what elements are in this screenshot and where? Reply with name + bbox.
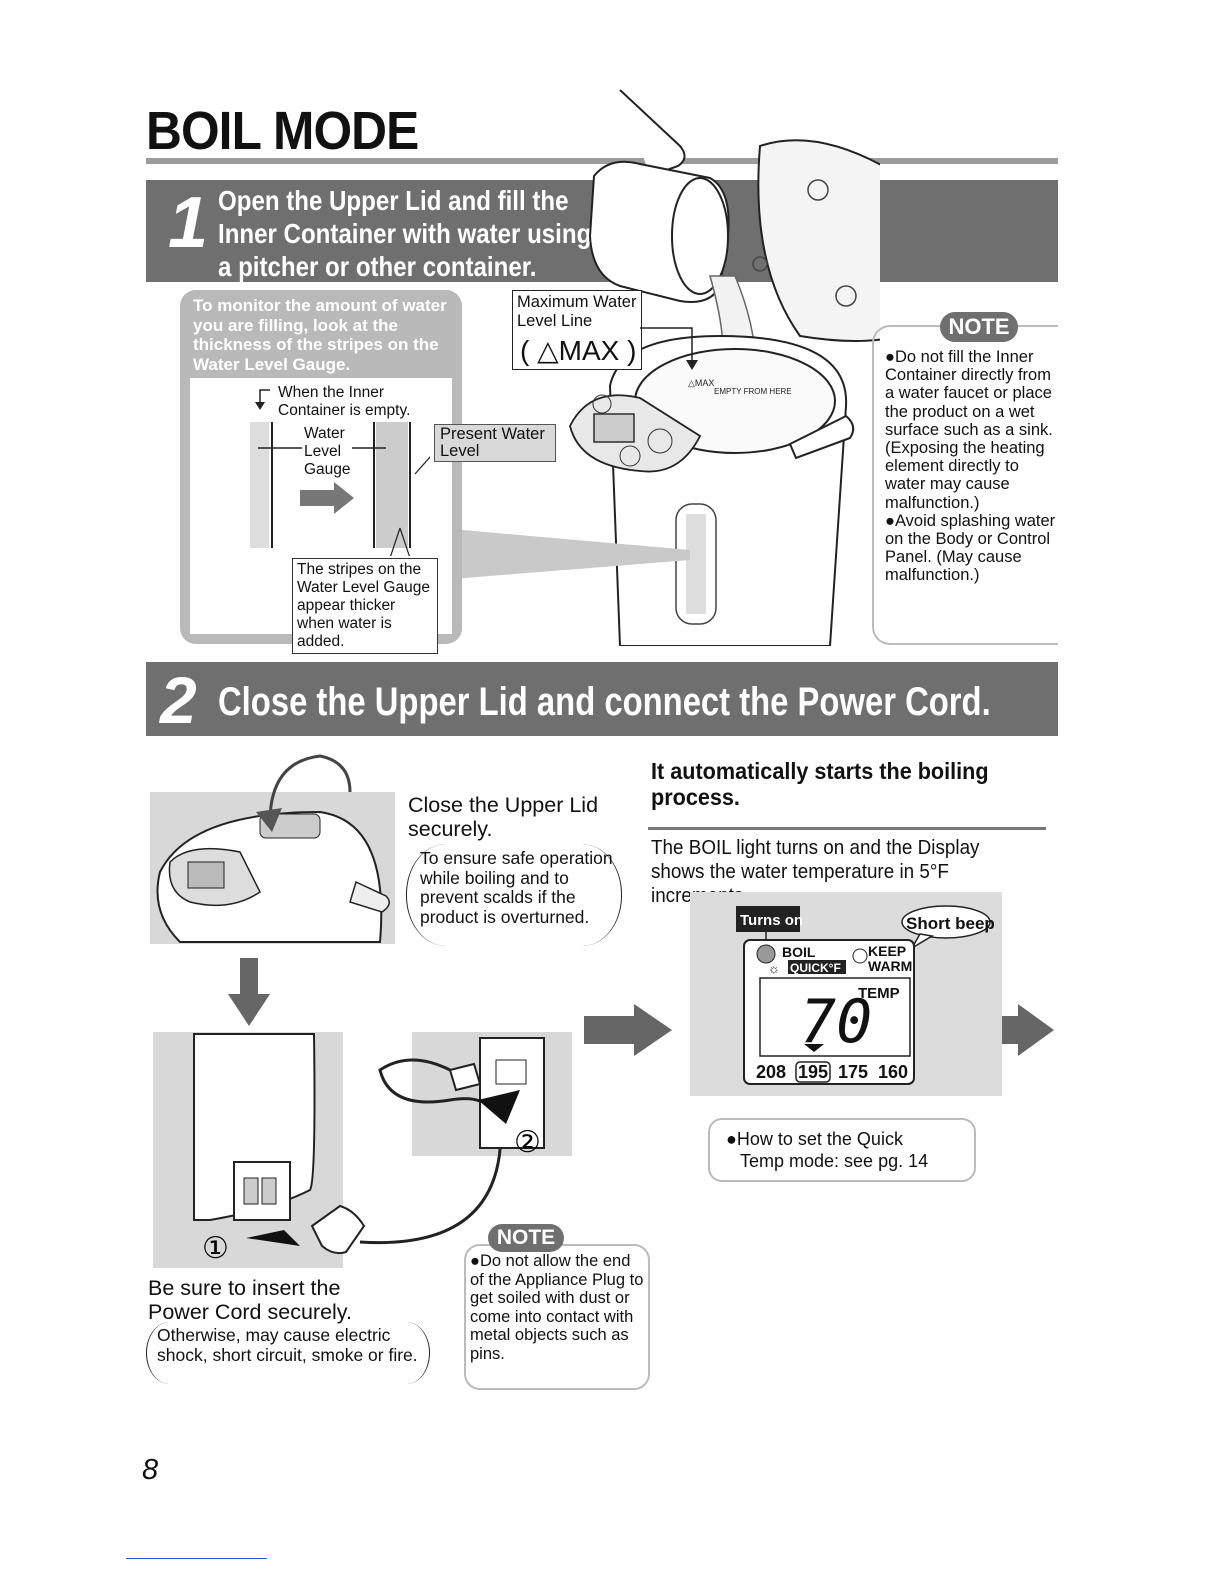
note1-text: ●Do not fill the Inner Container directl… — [885, 348, 1059, 585]
close-lid-title: Close the Upper Lid securely. — [408, 793, 599, 841]
step2-bar — [146, 662, 1058, 736]
step1-heading-line: Inner Container with water using — [218, 218, 592, 249]
note2-badge: NOTE — [488, 1224, 564, 1252]
lcd-display: Turns on Short beep BOIL QUICK°F ☼ KEEP … — [736, 905, 995, 1085]
power-cord — [359, 1058, 503, 1245]
quick-temp-line: Temp mode: see pg. 14 — [740, 1151, 929, 1171]
close-lid-detail: To ensure safe operation while boiling a… — [420, 848, 613, 927]
max-symbol: ( △MAX ) — [520, 335, 637, 366]
temp-label: TEMP — [858, 985, 900, 1002]
close-lid-illustration — [156, 754, 390, 943]
max-water-level-text: Maximum Water Level Line — [517, 293, 637, 330]
page-number: 8 — [142, 1454, 159, 1486]
quick-temp-reference-frame — [708, 1118, 976, 1182]
carry-handle — [788, 414, 855, 460]
short-beep-bubble — [901, 905, 991, 939]
warm-label: WARM — [868, 958, 912, 974]
cord-title: Be sure to insert the Power Cord securel… — [148, 1276, 352, 1324]
footer-line — [126, 1558, 267, 1559]
temp-option: 175 — [838, 1062, 868, 1082]
gauge-comparison-diagram — [250, 389, 430, 556]
note1-item: ●Do not fill the Inner Container directl… — [885, 348, 1053, 512]
note1-item: ●Avoid splashing water on the Body or Co… — [885, 511, 1056, 585]
quick-label: QUICK°F — [790, 961, 841, 975]
water-level-gauge-label: Water Level Gauge — [304, 425, 351, 478]
arrow-down-icon — [256, 808, 282, 832]
short-beep-label: Short beep — [906, 914, 995, 933]
auto-start-rule — [648, 827, 1046, 830]
arrow-right-icon — [584, 1004, 672, 1056]
step1-heading: Open the Upper Lid and fill the Inner Co… — [218, 184, 591, 283]
arrow-up-right-icon — [478, 1090, 520, 1124]
step1-heading-line: a pitcher or other container. — [218, 251, 537, 282]
step-marker-1: ① — [202, 1231, 229, 1266]
hot-pot-fill-illustration: △MAX EMPTY FROM HERE — [569, 89, 880, 646]
pot-empty-mark: EMPTY FROM HERE — [714, 387, 792, 396]
auto-start-title: It automatically starts the boiling proc… — [651, 758, 989, 810]
pot-max-mark: △MAX — [688, 378, 714, 388]
step2-heading: Close the Upper Lid and connect the Powe… — [218, 680, 991, 724]
temp-option: 208 — [756, 1062, 786, 1082]
cord-detail: Otherwise, may cause electric shock, sho… — [157, 1325, 418, 1365]
sun-icon: ☼ — [768, 961, 780, 976]
note1-badge: NOTE — [940, 312, 1018, 342]
step1-number: 1 — [168, 183, 209, 263]
bracket — [406, 844, 622, 946]
hand-icon — [619, 89, 686, 177]
gauge-callout-wedge — [440, 528, 690, 580]
arrow-left-icon — [246, 1230, 300, 1246]
step2-number: 2 — [160, 663, 197, 737]
turns-on-badge — [736, 906, 800, 932]
wall-plug — [448, 1062, 482, 1092]
quick-temp-reference: ●How to set the Quick Temp mode: see pg.… — [726, 1128, 928, 1172]
arrow-right-icon — [300, 482, 354, 514]
quick-temp-line: ●How to set the Quick — [726, 1129, 903, 1149]
page-title: BOIL MODE — [146, 101, 419, 161]
step-marker-2: ② — [514, 1125, 541, 1160]
max-pointer-line — [640, 327, 698, 370]
arrow-down-icon — [228, 958, 270, 1026]
max-water-level-label: Maximum Water Level Line — [512, 290, 642, 370]
power-cord-illustration: ① ② — [193, 1033, 545, 1266]
empty-note: When the Inner Container is empty. — [278, 384, 411, 419]
title-rule — [146, 158, 1058, 164]
bracket — [146, 1322, 430, 1384]
monitor-instructions: To monitor the amount of water you are f… — [193, 296, 447, 374]
boil-label: BOIL — [782, 944, 816, 960]
appliance-plug — [310, 1204, 366, 1255]
note2-text: ●Do not allow the end of the Appliance P… — [470, 1252, 644, 1363]
upper-lid — [757, 139, 880, 342]
present-water-level-label: Present Water Level — [434, 424, 556, 462]
boil-light-icon — [756, 944, 776, 964]
temp-option-selected: 195 — [798, 1062, 828, 1082]
step1-heading-line: Open the Upper Lid and fill the — [218, 185, 569, 216]
turns-on-label: Turns on — [740, 912, 803, 929]
temp-option: 160 — [878, 1062, 908, 1082]
keep-label: KEEP — [868, 943, 906, 959]
stripes-note: The stripes on the Water Level Gauge app… — [292, 558, 438, 654]
